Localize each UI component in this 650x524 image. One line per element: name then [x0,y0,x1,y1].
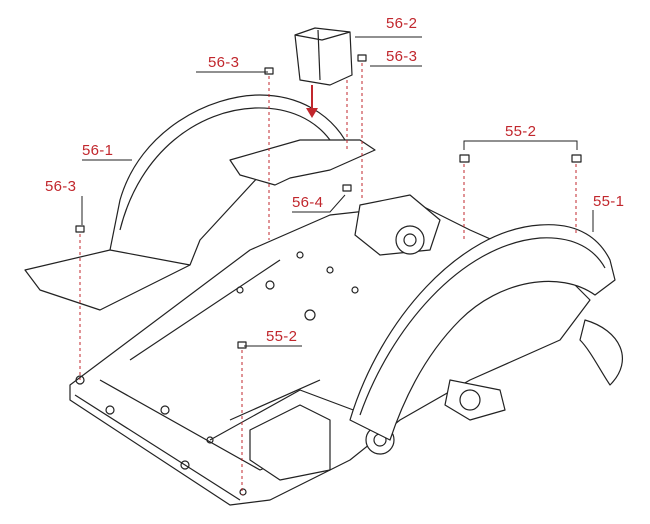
label-battery: 56-2 [386,15,418,32]
right-fender-55-1 [349,224,623,441]
label-left-fender: 56-1 [82,142,114,159]
label-screw-top-right: 56-3 [386,48,418,65]
alignment-dashes [79,63,577,495]
label-bracket: 56-4 [292,194,324,211]
label-screw-left: 56-3 [45,178,77,195]
battery-56-2 [294,27,353,118]
left-fender-56-1 [24,94,376,311]
label-screw-top-left: 56-3 [208,54,240,71]
leader-lines [81,36,594,347]
label-screw-bottom: 55-2 [266,328,298,345]
screws [75,54,582,349]
label-screws-right-top: 55-2 [505,123,537,140]
label-right-fender: 55-1 [593,193,625,210]
chassis-holes [75,251,359,496]
